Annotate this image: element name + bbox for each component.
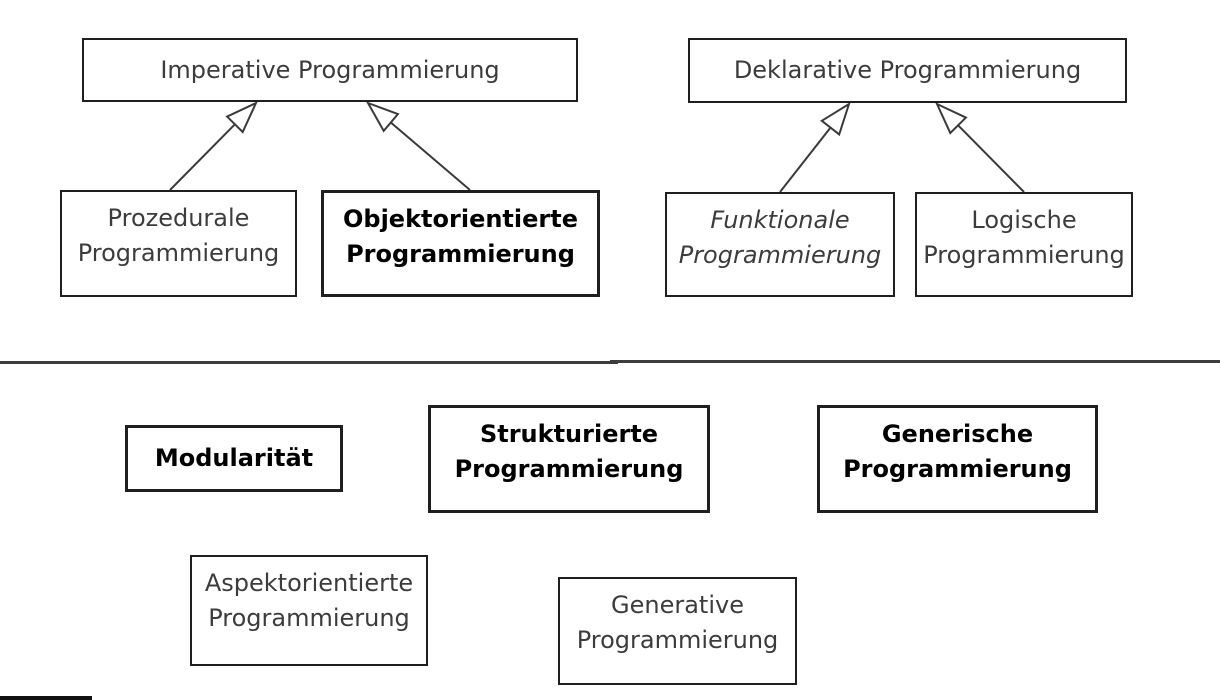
node-objektorientierte-programmierung: Objektorientierte Programmierung bbox=[321, 190, 600, 297]
node-label: Imperative Programmierung bbox=[160, 55, 500, 84]
node-label: Programmierung bbox=[454, 455, 684, 483]
clipped-box-edge bbox=[0, 696, 92, 700]
node-modularitaet: Modularität bbox=[125, 425, 343, 492]
node-label: Programmierung bbox=[576, 626, 779, 654]
node-label: Prozedurale bbox=[107, 204, 250, 232]
node-prozedurale-programmierung: Prozedurale Programmierung bbox=[60, 190, 297, 297]
node-label: Deklarative Programmierung bbox=[733, 56, 1082, 84]
arrow-objektorientierte-to-imperative bbox=[365, 101, 471, 191]
section-divider-right-segment bbox=[610, 360, 1220, 363]
node-generische-programmierung: Generische Programmierung bbox=[817, 405, 1098, 513]
node-label: Programmierung bbox=[346, 240, 575, 268]
node-imperative-programmierung: Imperative Programmierung bbox=[82, 38, 578, 102]
node-funktionale-programmierung: Funktionale Programmierung bbox=[665, 192, 895, 297]
node-strukturierte-programmierung: Strukturierte Programmierung bbox=[428, 405, 710, 513]
node-label: Modularität bbox=[154, 444, 314, 472]
node-label: Programmierung bbox=[843, 455, 1072, 483]
node-generative-programmierung: Generative Programmierung bbox=[558, 577, 797, 685]
section-divider-left-segment bbox=[0, 361, 618, 364]
node-label: Logische bbox=[971, 206, 1077, 234]
node-aspektorientierte-programmierung: Aspektorientierte Programmierung bbox=[190, 555, 428, 666]
node-label: Generische bbox=[881, 420, 1034, 448]
arrow-logische-to-deklarative bbox=[934, 101, 1025, 193]
arrow-funktionale-to-deklarative bbox=[779, 101, 851, 193]
node-label: Objektorientierte bbox=[343, 205, 578, 233]
node-deklarative-programmierung: Deklarative Programmierung bbox=[688, 38, 1127, 103]
node-label: Programmierung bbox=[208, 604, 410, 632]
node-label: Funktionale bbox=[710, 206, 850, 234]
node-label: Generative bbox=[611, 591, 744, 619]
node-label: Programmierung bbox=[77, 239, 280, 267]
node-label: Programmierung bbox=[678, 241, 882, 269]
arrow-prozedurale-to-imperative bbox=[169, 100, 259, 191]
node-label: Programmierung bbox=[923, 241, 1125, 269]
node-logische-programmierung: Logische Programmierung bbox=[915, 192, 1133, 297]
node-label: Strukturierte bbox=[479, 420, 659, 448]
node-label: Aspektorientierte bbox=[204, 569, 414, 597]
